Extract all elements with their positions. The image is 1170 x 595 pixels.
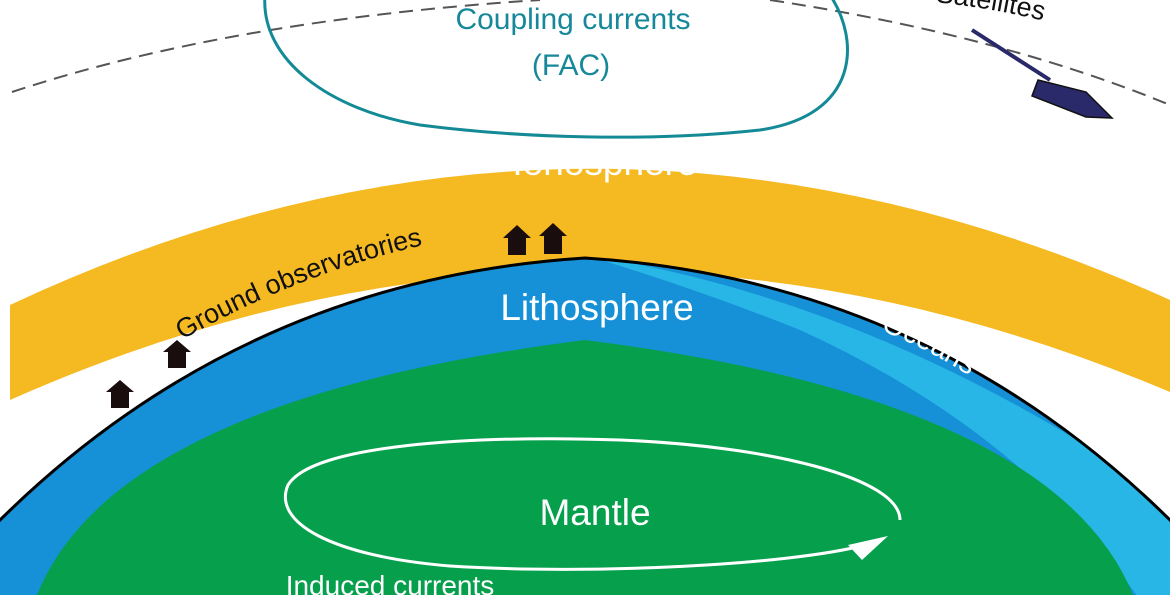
satellites-label: Satellites: [934, 0, 1048, 26]
observatory-icon: [106, 380, 134, 408]
ionosphere-band: [10, 168, 1170, 400]
satellite-orbit: [11, 0, 541, 93]
mantle-label: Mantle: [539, 492, 650, 533]
fac-label: (FAC): [532, 49, 610, 82]
observatory-icon: [503, 225, 531, 255]
satellite-icon: [1031, 79, 1114, 119]
earth-surface-line: [0, 256, 1170, 523]
satellite-trail: [970, 28, 1052, 82]
satellite-orbit-right: [769, 0, 1170, 106]
oceans-layer: [585, 258, 1170, 595]
coupling-currents-loop: [263, 0, 849, 139]
induced-currents-loop: [283, 437, 902, 571]
observatory-icon: [539, 223, 567, 254]
mantle-layer: [35, 340, 1135, 595]
induced-currents-arrowhead: [848, 536, 888, 560]
induced-currents-label: Induced currents: [286, 570, 495, 595]
observatory-icon: [163, 340, 191, 368]
coupling-currents-label: Coupling currents: [455, 3, 690, 36]
lithosphere-label: Lithosphere: [500, 287, 693, 328]
ionosphere-label: Ionosphere: [512, 142, 697, 183]
